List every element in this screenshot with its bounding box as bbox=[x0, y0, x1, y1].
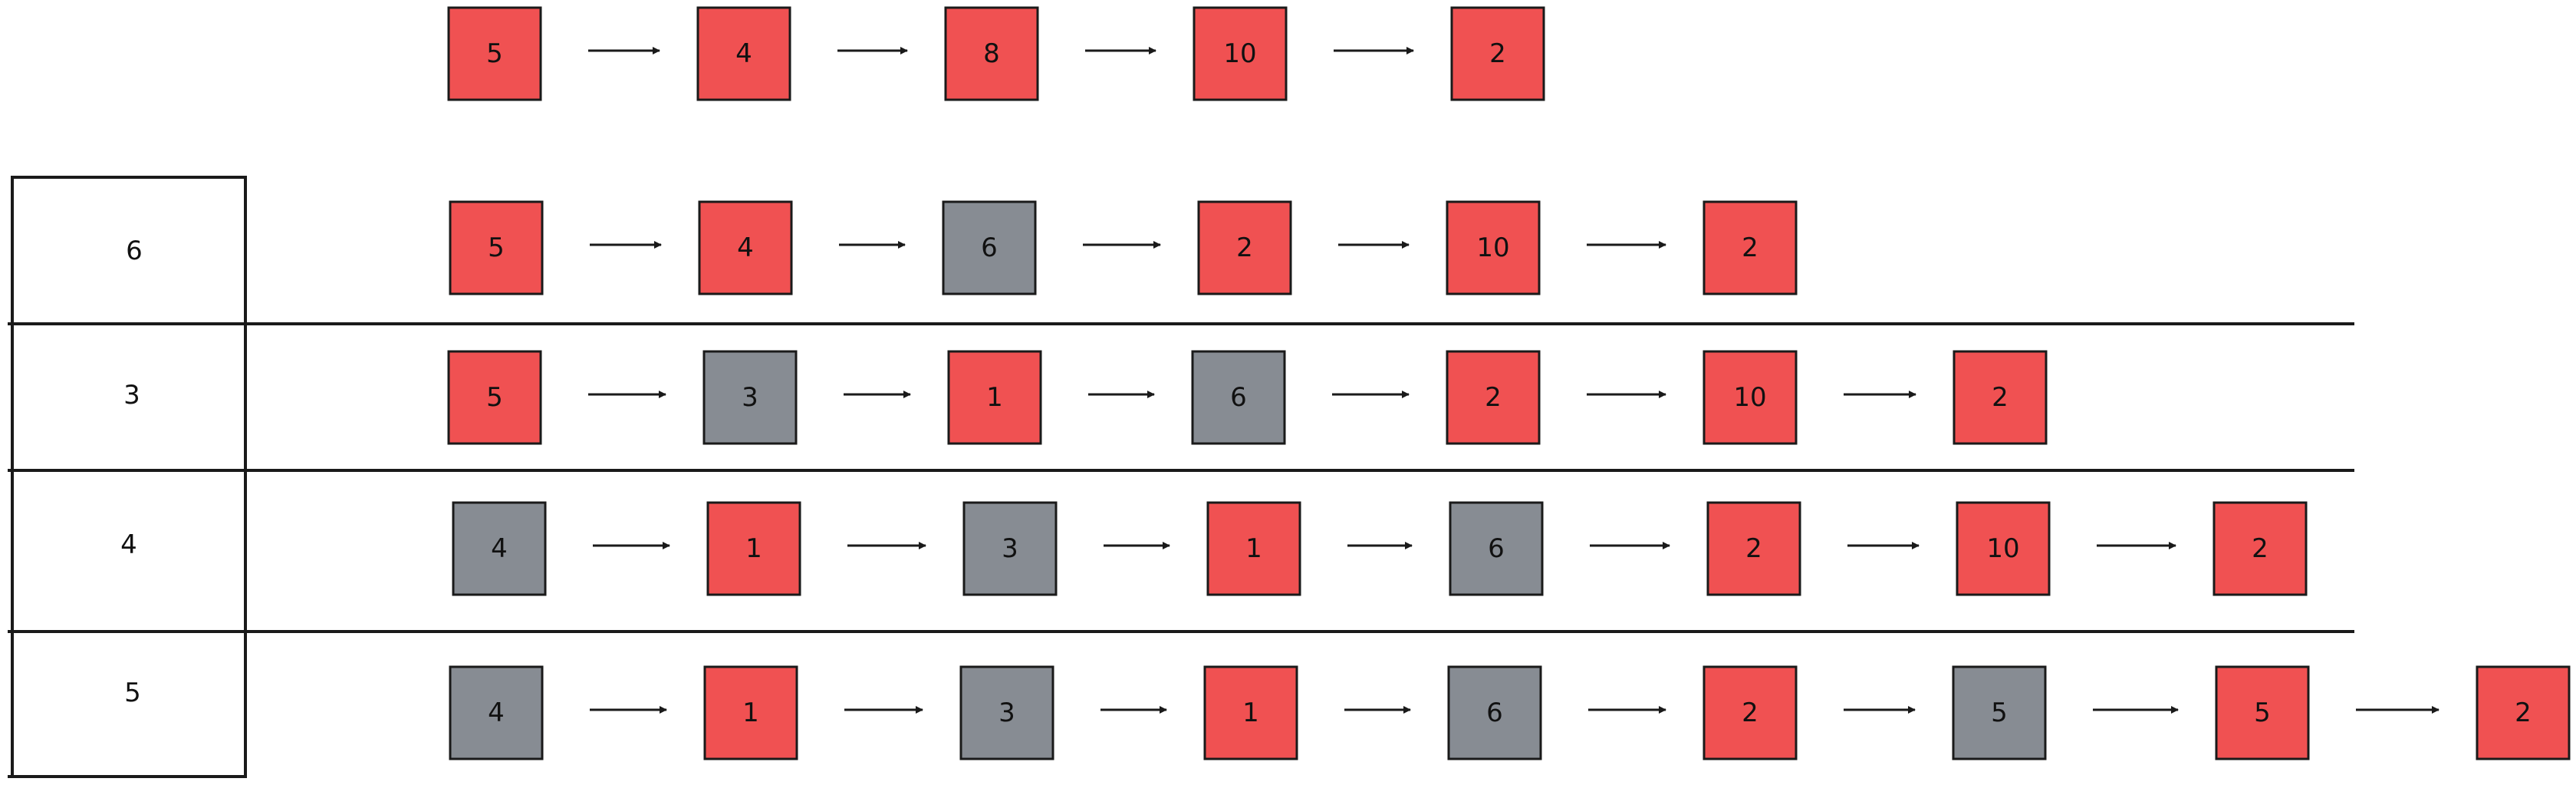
node-box-insert-6-1 bbox=[698, 200, 793, 295]
node-box-insert-3-1 bbox=[702, 350, 798, 445]
node-box-insert-4-1 bbox=[706, 501, 801, 596]
node-value-initial-4: 2 bbox=[1489, 38, 1506, 69]
node-box-insert-3-4 bbox=[1446, 350, 1541, 445]
node-box-initial-0 bbox=[447, 6, 542, 101]
node-box-insert-3-3 bbox=[1191, 350, 1286, 445]
node-value-initial-0: 5 bbox=[486, 38, 503, 69]
node-value-insert-6-1: 4 bbox=[737, 233, 754, 263]
node-box-insert-3-6 bbox=[1953, 350, 2048, 445]
row-label-panel: 6 3 4 5 bbox=[8, 176, 2354, 778]
node-box-insert-4-2 bbox=[962, 501, 1058, 596]
node-box-insert-5-3 bbox=[1203, 665, 1298, 760]
node-box-initial-1 bbox=[696, 6, 791, 101]
node-box-insert-5-6 bbox=[1952, 665, 2047, 760]
node-box-insert-3-5 bbox=[1703, 350, 1798, 445]
chain-insert-6: 5 4 6 2 10 2 bbox=[449, 200, 1798, 295]
node-box-initial-3 bbox=[1193, 6, 1288, 101]
node-box-insert-4-5 bbox=[1706, 501, 1801, 596]
node-value-insert-3-1: 3 bbox=[742, 382, 758, 413]
node-value-insert-5-6: 5 bbox=[1991, 698, 2008, 728]
node-value-insert-5-5: 2 bbox=[1742, 698, 1758, 728]
node-value-insert-3-0: 5 bbox=[486, 382, 503, 413]
node-box-insert-5-1 bbox=[703, 665, 798, 760]
node-value-initial-1: 4 bbox=[735, 38, 752, 69]
chain-insert-4: 4 1 3 1 6 2 10 2 bbox=[452, 501, 2308, 596]
node-box-initial-2 bbox=[944, 6, 1039, 101]
node-box-insert-5-0 bbox=[449, 665, 544, 760]
node-value-insert-5-8: 2 bbox=[2515, 698, 2532, 728]
node-value-initial-3: 10 bbox=[1223, 38, 1256, 69]
node-value-insert-5-0: 4 bbox=[488, 698, 505, 728]
chain-insert-3: 5 3 1 6 2 10 2 bbox=[447, 350, 2048, 445]
node-box-insert-6-0 bbox=[449, 200, 544, 295]
node-box-initial-4 bbox=[1450, 6, 1545, 101]
node-box-insert-6-3 bbox=[1197, 200, 1292, 295]
chains-layer: 5 4 8 10 2 5 4 6 2 10 2 5 3 1 6 2 10 2 4 1 3 1 6 2 10 2 4 1 3 1 6 2 5 5 2 bbox=[447, 6, 2571, 760]
node-value-insert-3-4: 2 bbox=[1485, 382, 1502, 413]
node-box-insert-5-8 bbox=[2476, 665, 2571, 760]
chain-initial: 5 4 8 10 2 bbox=[447, 6, 1545, 101]
node-box-insert-3-0 bbox=[447, 350, 542, 445]
node-box-insert-5-4 bbox=[1447, 665, 1542, 760]
node-value-insert-6-4: 10 bbox=[1476, 233, 1509, 263]
node-box-insert-6-5 bbox=[1703, 200, 1798, 295]
node-box-insert-5-5 bbox=[1703, 665, 1798, 760]
node-value-insert-4-5: 2 bbox=[1745, 533, 1762, 564]
node-value-insert-6-5: 2 bbox=[1742, 233, 1758, 263]
chain-insert-5: 4 1 3 1 6 2 5 5 2 bbox=[449, 665, 2571, 760]
node-value-insert-4-3: 1 bbox=[1245, 533, 1262, 564]
row-label-insert-6: 6 bbox=[126, 236, 143, 266]
node-value-insert-3-6: 2 bbox=[1992, 382, 2008, 413]
node-box-insert-4-4 bbox=[1449, 501, 1544, 596]
node-value-insert-5-1: 1 bbox=[742, 698, 759, 728]
node-value-insert-5-4: 6 bbox=[1486, 698, 1503, 728]
node-value-insert-3-5: 10 bbox=[1733, 382, 1766, 413]
node-value-insert-3-2: 1 bbox=[986, 382, 1003, 413]
row-label-insert-3: 3 bbox=[123, 380, 140, 411]
node-box-insert-4-7 bbox=[2212, 501, 2308, 596]
node-value-insert-5-7: 5 bbox=[2254, 698, 2271, 728]
node-value-insert-5-2: 3 bbox=[998, 698, 1015, 728]
node-box-insert-5-2 bbox=[959, 665, 1054, 760]
node-box-insert-4-3 bbox=[1206, 501, 1301, 596]
row-label-insert-5: 5 bbox=[124, 678, 141, 708]
node-box-insert-4-6 bbox=[1956, 501, 2051, 596]
node-value-insert-4-6: 10 bbox=[1986, 533, 2019, 564]
node-box-insert-6-2 bbox=[942, 200, 1037, 295]
node-value-insert-3-3: 6 bbox=[1230, 382, 1247, 413]
node-value-insert-4-1: 1 bbox=[745, 533, 762, 564]
node-value-insert-6-2: 6 bbox=[981, 233, 998, 263]
node-value-insert-4-0: 4 bbox=[491, 533, 508, 564]
node-box-insert-6-4 bbox=[1446, 200, 1541, 295]
node-value-insert-6-3: 2 bbox=[1236, 233, 1253, 263]
node-box-insert-4-0 bbox=[452, 501, 547, 596]
node-value-insert-4-7: 2 bbox=[2252, 533, 2268, 564]
node-box-insert-3-2 bbox=[947, 350, 1042, 445]
node-value-insert-4-4: 6 bbox=[1488, 533, 1505, 564]
node-value-insert-6-0: 5 bbox=[488, 233, 505, 263]
node-value-initial-2: 8 bbox=[983, 38, 1000, 69]
row-label-insert-4: 4 bbox=[120, 529, 137, 560]
node-box-insert-5-7 bbox=[2215, 665, 2310, 760]
node-value-insert-4-2: 3 bbox=[1002, 533, 1018, 564]
node-value-insert-5-3: 1 bbox=[1242, 698, 1259, 728]
